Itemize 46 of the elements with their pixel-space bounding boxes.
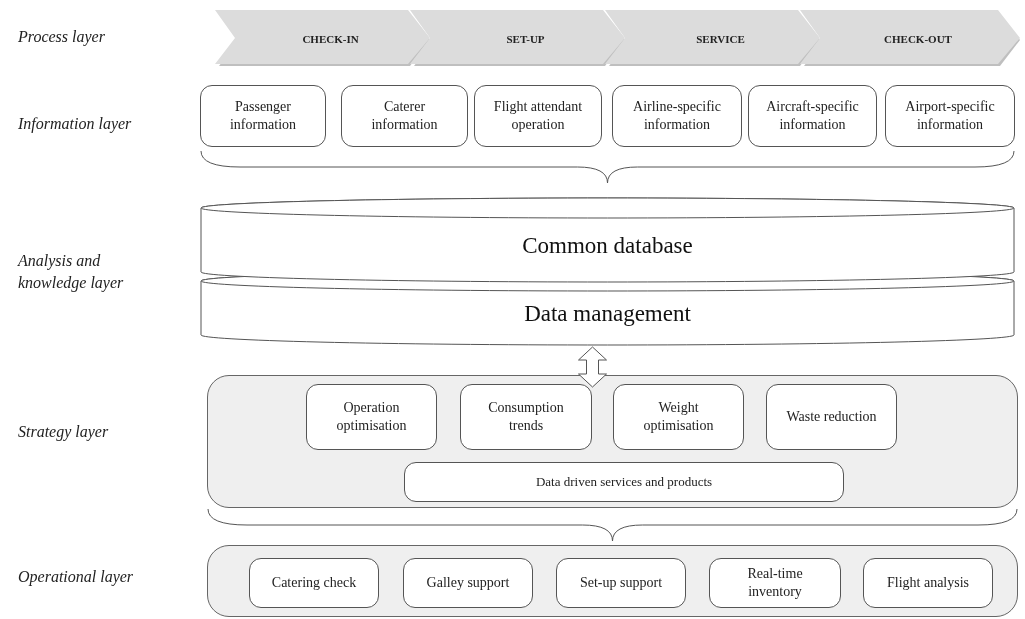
item-label: Weight optimisation bbox=[642, 399, 715, 435]
item-label: Consumption trends bbox=[487, 399, 565, 435]
rounded-box bbox=[885, 85, 1015, 147]
stage-label: CHECK-OUT bbox=[884, 33, 952, 45]
item-label: Flight analysis bbox=[886, 574, 970, 592]
item-label: Airline-specific information bbox=[632, 98, 722, 134]
rounded-box bbox=[200, 85, 326, 147]
layer-label: Common database bbox=[522, 231, 693, 260]
layer-name: Information layer bbox=[18, 114, 133, 135]
layer-name: Analysis and knowledge layer bbox=[18, 251, 125, 294]
layer-name: Process layer bbox=[18, 27, 106, 48]
panel-box bbox=[207, 375, 1018, 508]
rounded-box bbox=[863, 558, 993, 608]
item-label: Set-up support bbox=[579, 574, 663, 592]
rounded-box bbox=[341, 85, 468, 147]
rounded-box bbox=[249, 558, 379, 608]
double-arrow bbox=[578, 346, 607, 388]
item-label: Airport-specific information bbox=[904, 98, 996, 134]
item-label: Galley support bbox=[426, 574, 510, 592]
layer-label: Data management bbox=[524, 299, 691, 328]
item-label: Aircraft-specific information bbox=[765, 98, 860, 134]
rounded-box bbox=[404, 462, 844, 502]
rounded-box bbox=[709, 558, 841, 608]
rounded-box bbox=[766, 384, 897, 450]
item-label: Flight attendant operation bbox=[492, 98, 584, 134]
stage-label: SERVICE bbox=[696, 33, 745, 45]
item-label: Operation optimisation bbox=[335, 399, 408, 435]
layer-name: Operational layer bbox=[18, 567, 135, 588]
rounded-box bbox=[474, 85, 602, 147]
panel-box bbox=[207, 545, 1018, 617]
item-label: Caterer information bbox=[370, 98, 439, 134]
item-label: Catering check bbox=[271, 574, 357, 592]
layer-name: Strategy layer bbox=[18, 422, 110, 443]
rounded-box bbox=[403, 558, 533, 608]
item-label: Real-time inventory bbox=[746, 565, 804, 601]
item-label: Passenger information bbox=[228, 98, 298, 134]
rounded-box bbox=[613, 384, 744, 450]
rounded-box bbox=[306, 384, 437, 450]
item-label: Waste reduction bbox=[786, 408, 877, 426]
stage-label: CHECK-IN bbox=[302, 33, 359, 45]
rounded-box bbox=[612, 85, 742, 147]
rounded-box bbox=[748, 85, 877, 147]
item-label: Data driven services and products bbox=[535, 473, 713, 492]
stage-label: SET-UP bbox=[506, 33, 545, 45]
rounded-box bbox=[556, 558, 686, 608]
rounded-box bbox=[460, 384, 592, 450]
